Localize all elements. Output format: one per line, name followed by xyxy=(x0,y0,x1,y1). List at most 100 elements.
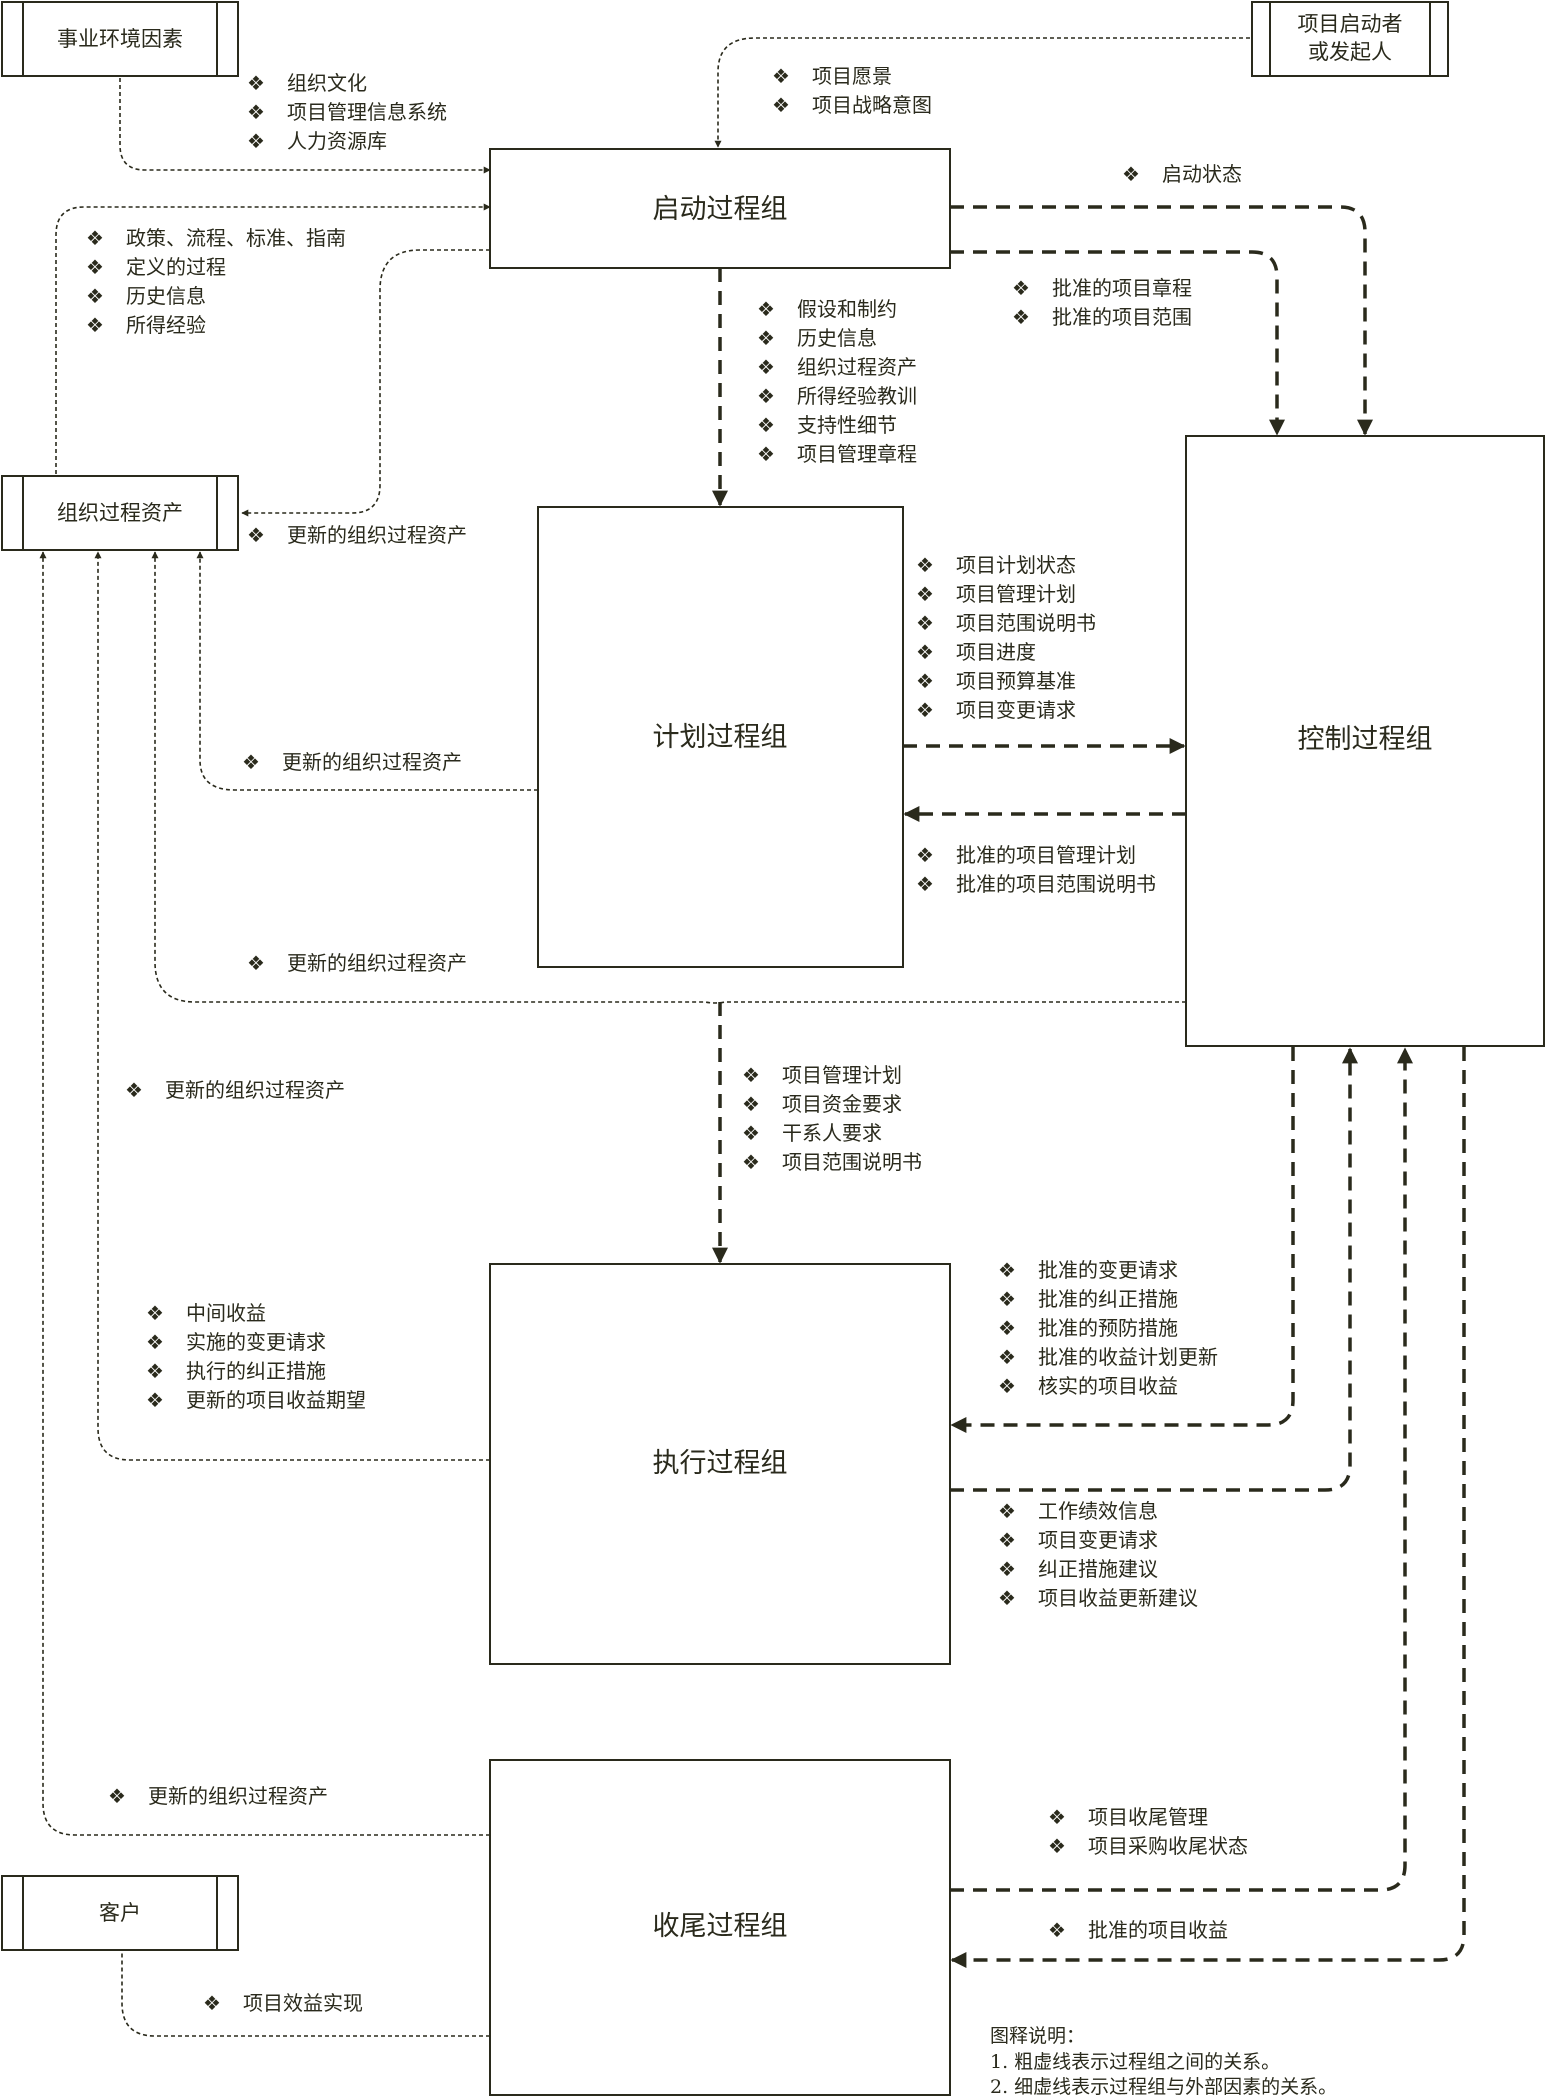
legend-line-1: 1. 粗虚线表示过程组之间的关系。 xyxy=(990,2051,1280,2073)
ctrl-to-exec-list: ❖批准的变更请求❖批准的纠正措施❖批准的预防措施❖批准的收益计划更新❖核实的项目… xyxy=(998,1258,1218,1398)
bullet-icon: ❖ xyxy=(247,71,265,95)
ctrl-to-close-connector xyxy=(950,1047,1466,1968)
list-item: 批准的纠正措施 xyxy=(1038,1287,1178,1311)
enterprise-environment-box: 事业环境因素 xyxy=(1,1,239,77)
list-item: 批准的项目范围 xyxy=(1052,305,1192,329)
bullet-icon: ❖ xyxy=(916,872,934,896)
bullet-icon: ❖ xyxy=(757,442,775,466)
planning-title: 计划过程组 xyxy=(653,722,788,753)
bullet-icon: ❖ xyxy=(998,1586,1016,1610)
list-item: 项目变更请求 xyxy=(956,698,1076,722)
list-item: 所得经验 xyxy=(126,313,206,337)
initiating-process-group: 启动过程组 xyxy=(489,148,951,269)
bullet-icon: ❖ xyxy=(1048,1918,1066,1942)
plan-to-assets-connector xyxy=(196,551,538,791)
bullet-icon: ❖ xyxy=(742,1092,760,1116)
bullet-icon: ❖ xyxy=(203,1991,221,2015)
list-item: 批准的项目章程 xyxy=(1052,276,1192,300)
list-item: 项目预算基准 xyxy=(956,669,1076,693)
controlling-title: 控制过程组 xyxy=(1298,724,1433,755)
list-item: 批准的项目收益 xyxy=(1088,1918,1228,1942)
bullet-icon: ❖ xyxy=(757,355,775,379)
bullet-icon: ❖ xyxy=(247,100,265,124)
sponsor-to-init-list: ❖项目愿景❖项目战略意图 xyxy=(772,64,932,117)
list-item: 执行的纠正措施 xyxy=(186,1359,326,1383)
ctrl-to-close-list: ❖ 批准的项目收益 xyxy=(1048,1918,1228,1942)
bullet-icon: ❖ xyxy=(916,698,934,722)
ctrl-to-plan-list: ❖批准的项目管理计划❖批准的项目范围说明书 xyxy=(916,843,1156,896)
list-item: 批准的变更请求 xyxy=(1038,1258,1178,1282)
init-to-ctrl-connector xyxy=(950,250,1285,436)
bullet-icon: ❖ xyxy=(916,582,934,606)
list-item: 工作绩效信息 xyxy=(1038,1499,1158,1523)
exec-to-ctrl-list: ❖工作绩效信息❖项目变更请求❖纠正措施建议❖项目收益更新建议 xyxy=(998,1499,1198,1610)
env-to-init-list: ❖组织文化❖项目管理信息系统❖人力资源库 xyxy=(247,71,447,153)
list-item: 项目资金要求 xyxy=(782,1092,902,1116)
exec-to-ctrl-connector xyxy=(950,1047,1358,1492)
list-item: 更新的项目收益期望 xyxy=(186,1388,366,1412)
assets-to-init-list: ❖政策、流程、标准、指南❖定义的过程❖历史信息❖所得经验 xyxy=(86,226,346,337)
list-item: 项目效益实现 xyxy=(243,1991,363,2015)
close-to-ctrl-list: ❖项目收尾管理❖项目采购收尾状态 xyxy=(1048,1805,1248,1858)
bullet-icon: ❖ xyxy=(247,129,265,153)
ctrl-to-exec-connector xyxy=(950,1047,1295,1433)
exec-to-assets-list: ❖中间收益❖实施的变更请求❖执行的纠正措施❖更新的项目收益期望 xyxy=(146,1301,366,1412)
list-item: 批准的项目管理计划 xyxy=(956,843,1136,867)
bullet-icon: ❖ xyxy=(998,1499,1016,1523)
bullet-icon: ❖ xyxy=(998,1287,1016,1311)
bullet-icon: ❖ xyxy=(146,1359,164,1383)
bullet-icon: ❖ xyxy=(998,1258,1016,1282)
plan-to-ctrl-list: ❖项目计划状态❖项目管理计划❖项目范围说明书❖项目进度❖项目预算基准❖项目变更请… xyxy=(916,553,1096,722)
list-item: 更新的组织过程资产 xyxy=(287,951,467,975)
bullet-icon: ❖ xyxy=(757,297,775,321)
list-item: 项目管理计划 xyxy=(956,582,1076,606)
list-item: 更新的组织过程资产 xyxy=(148,1784,328,1808)
list-item: 纠正措施建议 xyxy=(1038,1557,1158,1581)
list-item: 核实的项目收益 xyxy=(1038,1374,1178,1398)
list-item: 项目采购收尾状态 xyxy=(1088,1834,1248,1858)
sponsor-label-line2: 或发起人 xyxy=(1308,40,1392,64)
list-item: 实施的变更请求 xyxy=(186,1330,326,1354)
init-to-assets-connector xyxy=(241,249,490,517)
list-item: 定义的过程 xyxy=(126,255,226,279)
bullet-icon: ❖ xyxy=(916,611,934,635)
list-item: 项目变更请求 xyxy=(1038,1528,1158,1552)
bullet-icon: ❖ xyxy=(998,1345,1016,1369)
list-item: 项目战略意图 xyxy=(812,93,932,117)
bullet-icon: ❖ xyxy=(146,1301,164,1325)
ctrl-to-assets-list: ❖更新的组织过程资产 xyxy=(247,951,467,975)
bullet-icon: ❖ xyxy=(1012,276,1030,300)
init-to-assets-list: ❖更新的组织过程资产 xyxy=(247,523,467,547)
list-item: 项目收尾管理 xyxy=(1088,1805,1208,1829)
bullet-icon: ❖ xyxy=(86,255,104,279)
bullet-icon: ❖ xyxy=(998,1557,1016,1581)
bullet-icon: ❖ xyxy=(772,93,790,117)
init-to-plan-list: ❖假设和制约❖历史信息❖组织过程资产❖所得经验教训❖支持性细节❖项目管理章程 xyxy=(757,297,917,466)
plan-to-exec-list: ❖项目管理计划❖项目资金要求❖干系人要求❖项目范围说明书 xyxy=(742,1063,922,1174)
bullet-icon: ❖ xyxy=(1122,162,1140,186)
controlling-process-group: 控制过程组 xyxy=(1185,435,1545,1047)
close-to-assets-connector xyxy=(39,551,490,1836)
bullet-icon: ❖ xyxy=(108,1784,126,1808)
org-assets-box: 组织过程资产 xyxy=(1,475,239,551)
close-to-ctrl-connector xyxy=(950,1047,1413,1892)
list-item: 更新的组织过程资产 xyxy=(287,523,467,547)
bullet-icon: ❖ xyxy=(146,1330,164,1354)
bullet-icon: ❖ xyxy=(86,313,104,337)
list-item: 组织过程资产 xyxy=(797,355,917,379)
bullet-icon: ❖ xyxy=(916,640,934,664)
planning-process-group: 计划过程组 xyxy=(537,506,904,968)
org-assets-label: 组织过程资产 xyxy=(57,501,183,525)
bullet-icon: ❖ xyxy=(742,1063,760,1087)
list-item: 项目愿景 xyxy=(812,64,892,88)
list-item: 历史信息 xyxy=(797,326,877,350)
init-status-list: ❖启动状态 xyxy=(1122,162,1242,186)
list-item: 人力资源库 xyxy=(287,129,387,153)
legend-line-2: 2. 细虚线表示过程组与外部因素的关系。 xyxy=(990,2076,1337,2098)
bullet-icon: ❖ xyxy=(998,1316,1016,1340)
list-item: 项目管理信息系统 xyxy=(287,100,447,124)
list-item: 更新的组织过程资产 xyxy=(282,750,462,774)
list-item: 政策、流程、标准、指南 xyxy=(126,226,346,250)
list-item: 批准的收益计划更新 xyxy=(1038,1345,1218,1369)
